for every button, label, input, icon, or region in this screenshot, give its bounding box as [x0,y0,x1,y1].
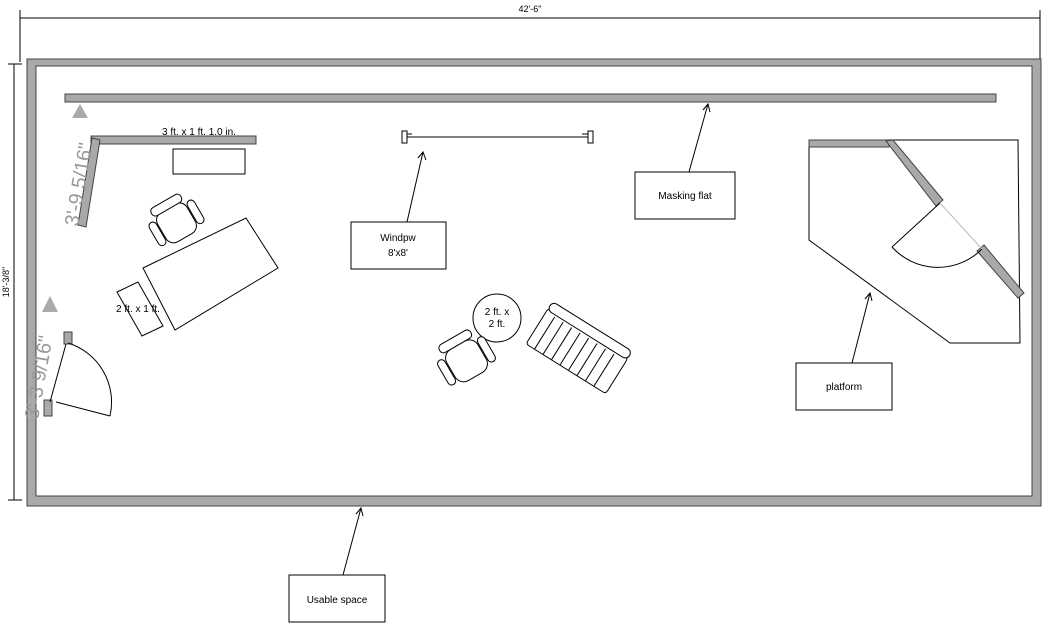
width-dimension-label: 42'-6" [519,4,542,14]
side-table [116,281,164,337]
masking-flat-callout-label: Masking flat [658,191,712,202]
corner-desk-walls [77,135,257,228]
long-table [142,217,279,331]
chair-lounge [437,329,496,386]
height-dimension-label: 18'-3/8" [1,267,11,297]
platform-callout-box [795,362,893,411]
height-dimension: 18'-3/8" [1,63,22,501]
window-callout-box [350,221,447,270]
round-table-label-line1: 2 ft. x [485,307,509,318]
masking-flat-leader-arrow [702,102,711,113]
platform-leader-arrow [864,291,873,302]
side-table-label: 2 ft. x 1 ft. [116,304,160,315]
window [401,130,594,144]
chair-desk [148,193,205,247]
top-desk-label: 3 ft. x 1 ft. 1.0 in. [162,127,236,138]
platform-callout-label: platform [826,382,862,393]
window-leader [406,151,424,223]
platform-leader [851,292,871,364]
usable-space-callout-label: Usable space [307,595,368,606]
usable-space-callout-box [288,574,386,623]
window-callout-line1: Windpw [380,233,416,244]
masking-flat [64,93,997,103]
usable-space-leader [342,507,362,576]
masking-flat-leader [688,103,709,173]
sofa [526,302,631,394]
width-dimension: 42'-6" [19,4,1041,62]
round-table [472,293,522,343]
window-leader-arrow [417,151,427,161]
round-table-label-line2: 2 ft. [489,319,506,330]
window-callout-line2: 8'x8' [388,248,408,259]
usable-space-leader-arrow [355,506,364,517]
masking-flat-callout-box [634,171,736,220]
platform [808,139,1025,344]
top-desk [172,148,246,175]
left-door [43,331,113,417]
